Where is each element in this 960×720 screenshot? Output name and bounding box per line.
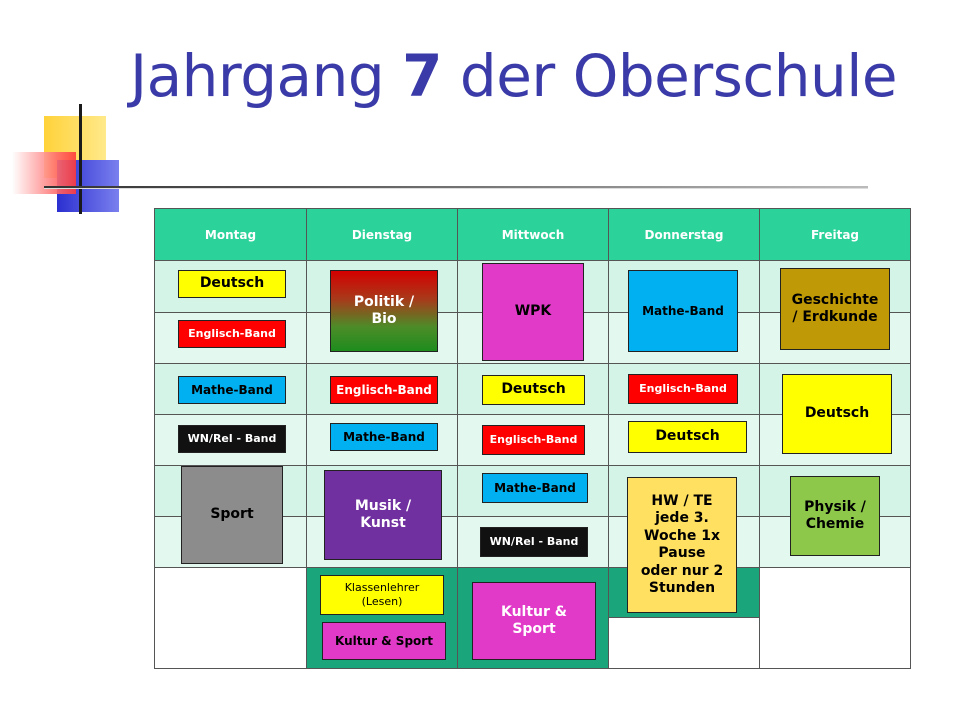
timetable-border [154, 208, 911, 669]
lesson-wed-wpk[interactable]: WPK [482, 263, 584, 361]
title-underline [44, 186, 868, 188]
lesson-tue-kultur-sport[interactable]: Kultur & Sport [322, 622, 446, 660]
lesson-wed-deutsch[interactable]: Deutsch [482, 375, 585, 405]
page-title: Jahrgang 7 der Oberschule [130, 42, 898, 110]
lesson-mon-wnrel-band[interactable]: WN/Rel - Band [178, 425, 286, 453]
title-underline-shadow [44, 188, 868, 189]
lesson-mon-mathe-band[interactable]: Mathe-Band [178, 376, 286, 404]
lesson-tue-klassenlehrer[interactable]: Klassenlehrer (Lesen) [320, 575, 444, 615]
lesson-tue-musik-kunst[interactable]: Musik / Kunst [324, 470, 442, 560]
lesson-mon-englisch-band[interactable]: Englisch-Band [178, 320, 286, 348]
lesson-mon-deutsch[interactable]: Deutsch [178, 270, 286, 298]
decor-vertical-line [79, 104, 82, 214]
lesson-mon-sport[interactable]: Sport [181, 466, 283, 564]
lesson-wed-kultur-sport[interactable]: Kultur & Sport [472, 582, 596, 660]
lesson-wed-englisch-band[interactable]: Englisch-Band [482, 425, 585, 455]
lesson-thu-deutsch[interactable]: Deutsch [628, 421, 747, 453]
header-mittwoch: Mittwoch [458, 209, 609, 261]
title-suffix: der Oberschule [441, 42, 898, 110]
header-montag: Montag [155, 209, 307, 261]
grid-cell-empty [609, 618, 760, 669]
lesson-tue-politik-bio[interactable]: Politik / Bio [330, 270, 438, 352]
lesson-thu-englisch-band[interactable]: Englisch-Band [628, 374, 738, 404]
lesson-thu-hw-te[interactable]: HW / TE jede 3. Woche 1x Pause oder nur … [627, 477, 737, 613]
lesson-fri-deutsch[interactable]: Deutsch [782, 374, 892, 454]
lesson-fri-physik-chemie[interactable]: Physik / Chemie [790, 476, 880, 556]
grid-cell-empty [155, 568, 307, 669]
grid-cell-empty [760, 568, 911, 669]
lesson-fri-geschichte-erdkunde[interactable]: Geschichte / Erdkunde [780, 268, 890, 350]
lesson-tue-englisch-band[interactable]: Englisch-Band [330, 376, 438, 404]
header-dienstag: Dienstag [307, 209, 458, 261]
lesson-wed-wnrel-band[interactable]: WN/Rel - Band [480, 527, 588, 557]
lesson-tue-mathe-band[interactable]: Mathe-Band [330, 423, 438, 451]
header-freitag: Freitag [760, 209, 911, 261]
lesson-wed-mathe-band[interactable]: Mathe-Band [482, 473, 588, 503]
lesson-thu-mathe-band[interactable]: Mathe-Band [628, 270, 738, 352]
header-donnerstag: Donnerstag [609, 209, 760, 261]
title-number: 7 [402, 42, 442, 110]
title-prefix: Jahrgang [130, 42, 403, 110]
